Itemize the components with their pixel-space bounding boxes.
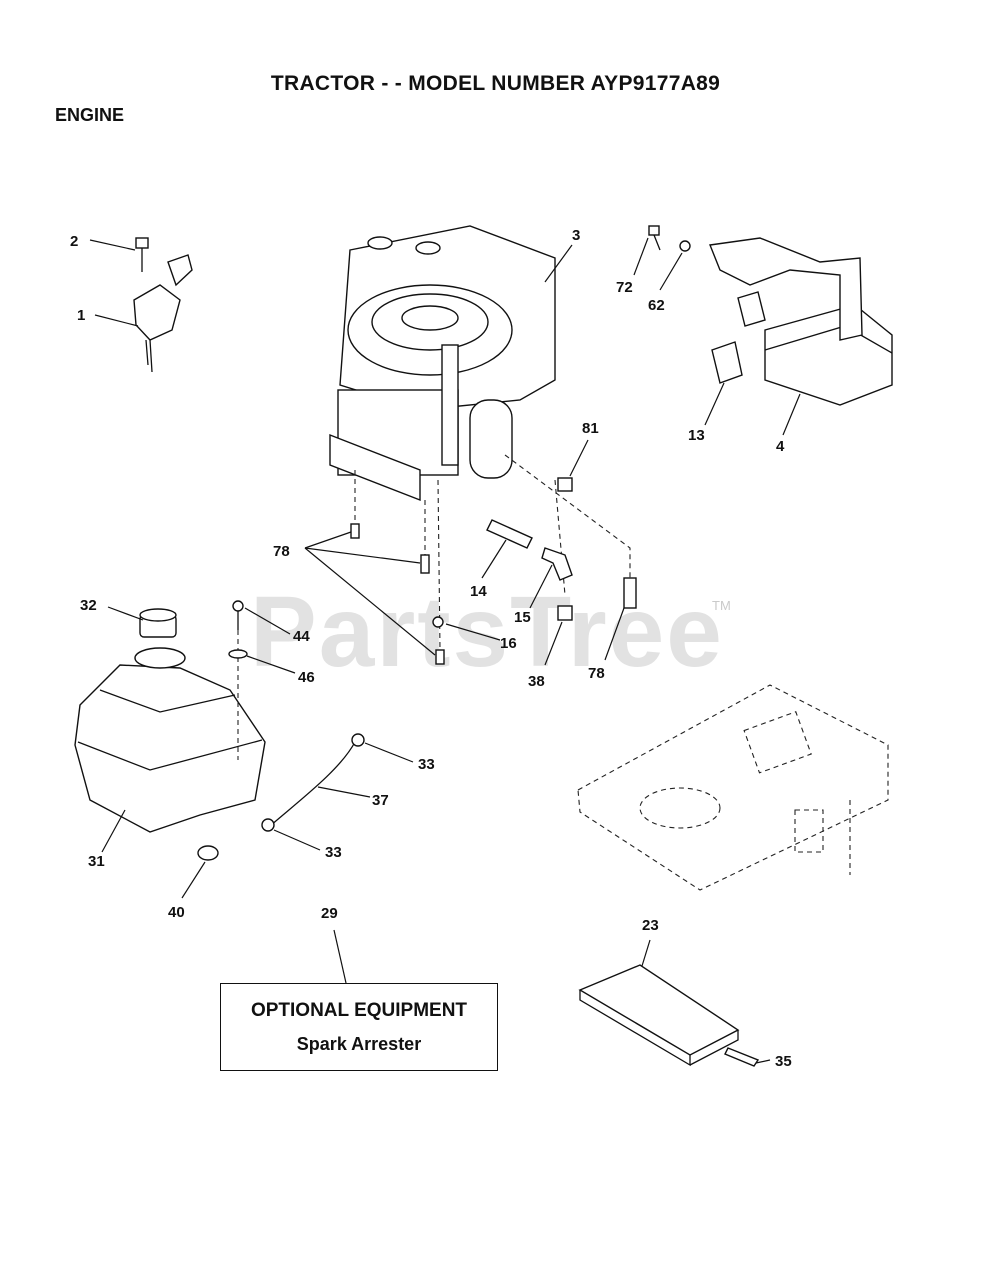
callout-40: 40 bbox=[168, 904, 185, 921]
callout-14: 14 bbox=[470, 583, 487, 600]
section-title: ENGINE bbox=[55, 105, 125, 125]
callout-4: 4 bbox=[776, 438, 785, 455]
callout-15: 15 bbox=[514, 609, 531, 626]
callout-35: 35 bbox=[775, 1053, 792, 1070]
watermark-trademark: TM bbox=[712, 598, 731, 613]
callout-13: 13 bbox=[688, 427, 705, 444]
callout-81: 81 bbox=[582, 420, 599, 437]
engine-hardware[interactable] bbox=[350, 454, 637, 665]
muffler[interactable] bbox=[648, 225, 893, 406]
callout-62: 62 bbox=[648, 297, 665, 314]
tractor-frame bbox=[577, 684, 889, 891]
fuel-line[interactable] bbox=[261, 733, 365, 832]
throttle-control[interactable] bbox=[133, 237, 193, 373]
callout-46: 46 bbox=[298, 669, 315, 686]
callout-72: 72 bbox=[616, 279, 633, 296]
callout-37: 37 bbox=[372, 792, 389, 809]
callout-33-bottom: 33 bbox=[325, 844, 342, 861]
spark-arrester-label: Spark Arrester bbox=[296, 1034, 422, 1054]
engine[interactable] bbox=[329, 225, 556, 502]
callout-33-top: 33 bbox=[418, 756, 435, 773]
heat-shield[interactable] bbox=[578, 964, 760, 1067]
watermark: PartsTree bbox=[250, 576, 724, 688]
callout-23: 23 bbox=[642, 917, 659, 934]
callout-78-right: 78 bbox=[588, 665, 605, 682]
optional-equipment-heading: OPTIONAL EQUIPMENT bbox=[250, 1000, 468, 1021]
page-title: TRACTOR - - MODEL NUMBER AYP9177A89 bbox=[270, 72, 721, 95]
optional-equipment-box: OPTIONAL EQUIPMENT Spark Arrester bbox=[220, 983, 498, 1071]
callout-78-left: 78 bbox=[273, 543, 290, 560]
callout-32: 32 bbox=[80, 597, 97, 614]
fuel-tank[interactable] bbox=[74, 600, 266, 861]
callout-44: 44 bbox=[293, 628, 310, 645]
callout-38: 38 bbox=[528, 673, 545, 690]
callout-16: 16 bbox=[500, 635, 517, 652]
callout-3: 3 bbox=[572, 227, 580, 244]
leader-lines bbox=[89, 237, 801, 1064]
callout-2: 2 bbox=[70, 233, 78, 250]
callout-31: 31 bbox=[88, 853, 105, 870]
callout-29: 29 bbox=[321, 905, 338, 922]
callout-1: 1 bbox=[77, 307, 85, 324]
